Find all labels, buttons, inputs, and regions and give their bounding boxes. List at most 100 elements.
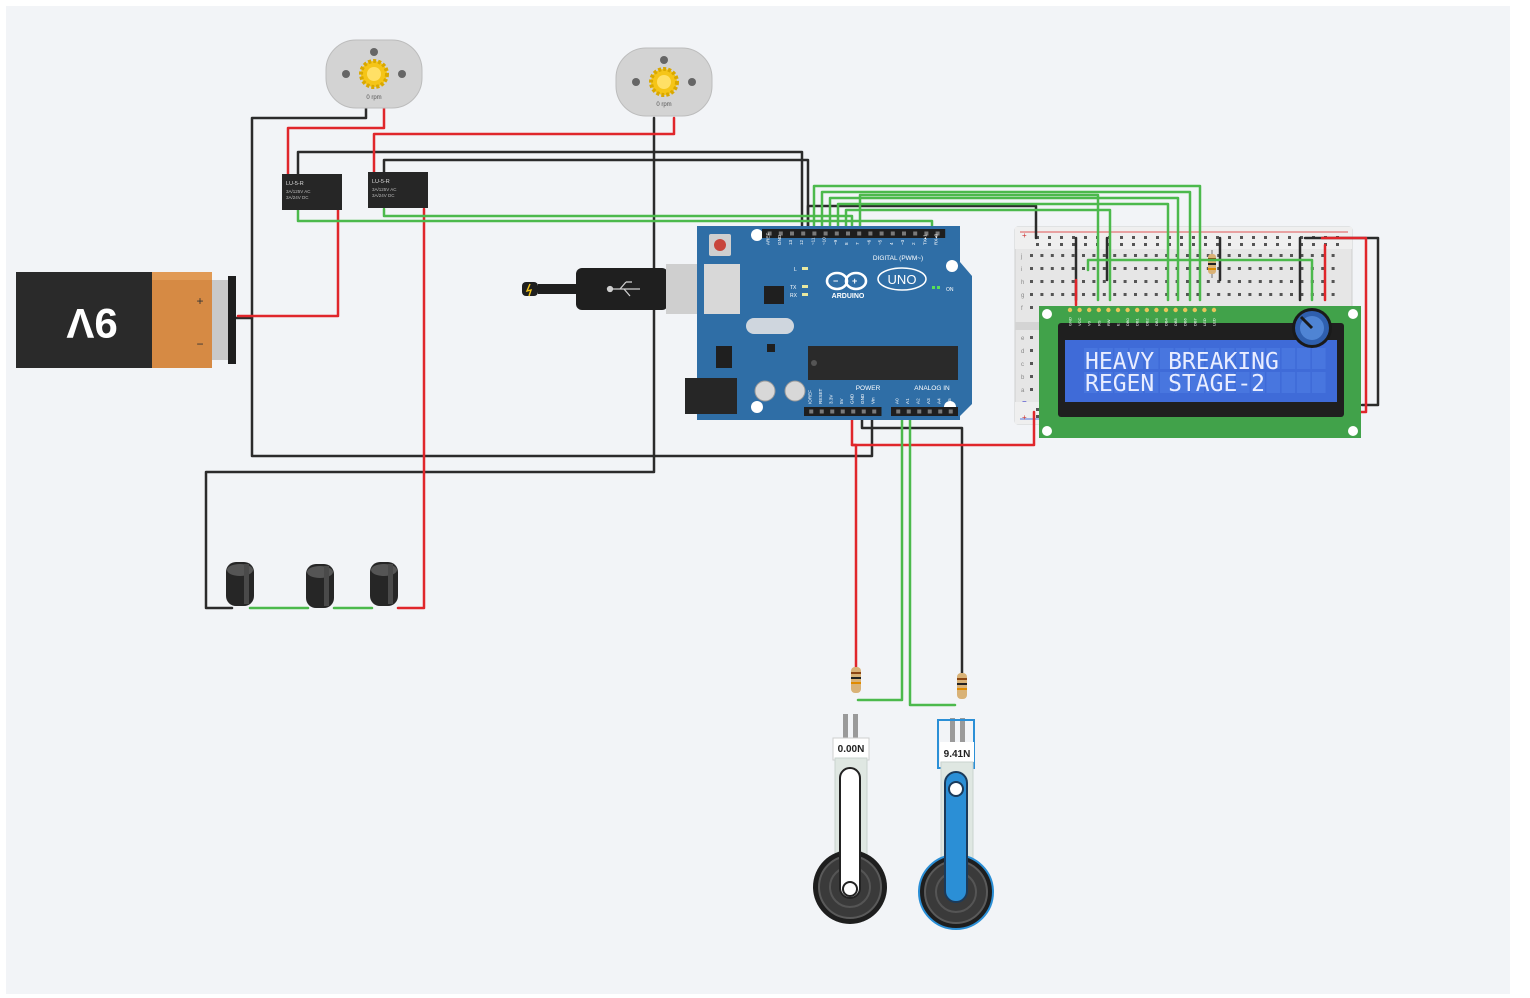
rail-hole[interactable]: [1288, 236, 1291, 239]
rail-hole[interactable]: [1120, 243, 1123, 246]
breadboard-hole[interactable]: [1030, 362, 1033, 365]
breadboard-hole[interactable]: [1279, 280, 1283, 283]
force-sensor-1[interactable]: 0.00N: [813, 714, 887, 924]
breadboard-hole[interactable]: [1050, 254, 1054, 257]
breadboard-hole[interactable]: [1165, 280, 1169, 283]
rail-hole[interactable]: [1240, 243, 1243, 246]
breadboard-hole[interactable]: [1050, 280, 1054, 283]
capacitor-1[interactable]: [226, 562, 254, 606]
digital-pin[interactable]: [857, 231, 862, 236]
breadboard-hole[interactable]: [1279, 267, 1283, 270]
breadboard-hole[interactable]: [1154, 280, 1158, 283]
breadboard-hole[interactable]: [1102, 254, 1106, 257]
breadboard-hole[interactable]: [1092, 267, 1096, 270]
lcd-pin[interactable]: [1115, 307, 1121, 313]
rail-hole[interactable]: [1204, 243, 1207, 246]
rail-hole[interactable]: [1300, 236, 1303, 239]
wire-lcd-data4[interactable]: [836, 202, 1170, 302]
breadboard-hole[interactable]: [1206, 254, 1210, 257]
digital-pin[interactable]: [767, 231, 772, 236]
breadboard-hole[interactable]: [1082, 254, 1085, 257]
breadboard-hole[interactable]: [1227, 254, 1231, 257]
rail-hole[interactable]: [1036, 243, 1039, 246]
capacitors[interactable]: [226, 562, 398, 608]
wire-lcd-data3[interactable]: [828, 196, 1180, 302]
breadboard-hole[interactable]: [1186, 280, 1189, 283]
digital-pin[interactable]: [834, 231, 839, 236]
lcd-pin[interactable]: [1144, 307, 1150, 313]
breadboard-hole[interactable]: [1144, 254, 1148, 257]
breadboard-hole[interactable]: [1144, 293, 1148, 296]
breadboard-hole[interactable]: [1227, 267, 1231, 270]
rail-hole[interactable]: [1156, 236, 1159, 239]
digital-pin[interactable]: [790, 231, 794, 236]
breadboard-hole[interactable]: [1050, 267, 1054, 270]
contrast-potentiometer[interactable]: [1292, 308, 1332, 348]
breadboard-hole[interactable]: [1030, 254, 1033, 257]
usb-cable[interactable]: [522, 264, 706, 314]
power-pin[interactable]: [872, 409, 877, 414]
analog-pin[interactable]: [917, 409, 922, 414]
breadboard-hole[interactable]: [1154, 254, 1158, 257]
reset-button[interactable]: [709, 234, 731, 256]
wire-a0-sensor1[interactable]: [856, 414, 904, 702]
lcd-pin[interactable]: [1096, 307, 1102, 313]
breadboard-hole[interactable]: [1040, 254, 1044, 257]
rail-hole[interactable]: [1168, 243, 1171, 246]
rail-hole[interactable]: [1264, 243, 1267, 246]
breadboard-hole[interactable]: [1030, 293, 1033, 296]
digital-pin[interactable]: [778, 231, 783, 236]
capacitor-2[interactable]: [306, 564, 334, 608]
breadboard-hole[interactable]: [1269, 267, 1273, 270]
breadboard-hole[interactable]: [1165, 254, 1169, 257]
rail-hole[interactable]: [1276, 243, 1279, 246]
lcd-pin[interactable]: [1135, 307, 1140, 313]
rail-hole[interactable]: [1156, 243, 1159, 246]
breadboard-hole[interactable]: [1134, 254, 1137, 257]
lcd-pin[interactable]: [1087, 307, 1092, 313]
breadboard-hole[interactable]: [1300, 267, 1304, 270]
wire-lcd-data1[interactable]: [812, 184, 1202, 302]
breadboard-hole[interactable]: [1061, 254, 1065, 257]
lcd-pin[interactable]: [1202, 307, 1207, 313]
breadboard-hole[interactable]: [1071, 280, 1075, 283]
breadboard-hole[interactable]: [1258, 293, 1262, 296]
lcd-pin[interactable]: [1163, 307, 1169, 313]
breadboard-hole[interactable]: [1217, 280, 1221, 283]
breadboard-hole[interactable]: [1092, 280, 1096, 283]
relay-2[interactable]: LU-5-R 3A/125V AC 3A/24V DC: [368, 172, 428, 208]
digital-pin[interactable]: [868, 231, 873, 236]
dc-motor-1[interactable]: 0 rpm: [325, 39, 423, 109]
breadboard-hole[interactable]: [1092, 293, 1096, 296]
rail-hole[interactable]: [1204, 236, 1207, 239]
rail-hole[interactable]: [1264, 236, 1267, 239]
breadboard-hole[interactable]: [1258, 254, 1262, 257]
wire-motor1-ground[interactable]: [250, 105, 874, 458]
rail-hole[interactable]: [1228, 236, 1231, 239]
rail-hole[interactable]: [1180, 243, 1183, 246]
rail-hole[interactable]: [1072, 236, 1075, 239]
breadboard-hole[interactable]: [1102, 293, 1106, 296]
lcd-pin[interactable]: [1106, 307, 1111, 313]
breadboard-hole[interactable]: [1269, 280, 1273, 283]
rail-hole[interactable]: [1084, 236, 1087, 239]
analog-pin[interactable]: [938, 409, 943, 414]
force-sensor-2[interactable]: 9.41N: [918, 718, 994, 930]
power-pin[interactable]: [851, 409, 856, 414]
breadboard-hole[interactable]: [1030, 280, 1033, 283]
wire-lcd-data6[interactable]: [858, 193, 1100, 302]
breadboard-hole[interactable]: [1123, 254, 1127, 257]
breadboard-hole[interactable]: [1144, 267, 1148, 270]
wire-a1-sensor2[interactable]: [908, 414, 957, 707]
wire-relay2-gnd[interactable]: [382, 158, 810, 235]
breadboard-hole[interactable]: [1061, 280, 1065, 283]
dc-motor-2[interactable]: 0 rpm: [615, 47, 713, 117]
breadboard-hole[interactable]: [1290, 293, 1293, 296]
breadboard-hole[interactable]: [1227, 293, 1231, 296]
wire-motor2-ground[interactable]: [204, 116, 656, 610]
lcd-pin[interactable]: [1173, 307, 1178, 313]
breadboard-hole[interactable]: [1331, 293, 1335, 296]
rail-hole[interactable]: [1228, 243, 1231, 246]
